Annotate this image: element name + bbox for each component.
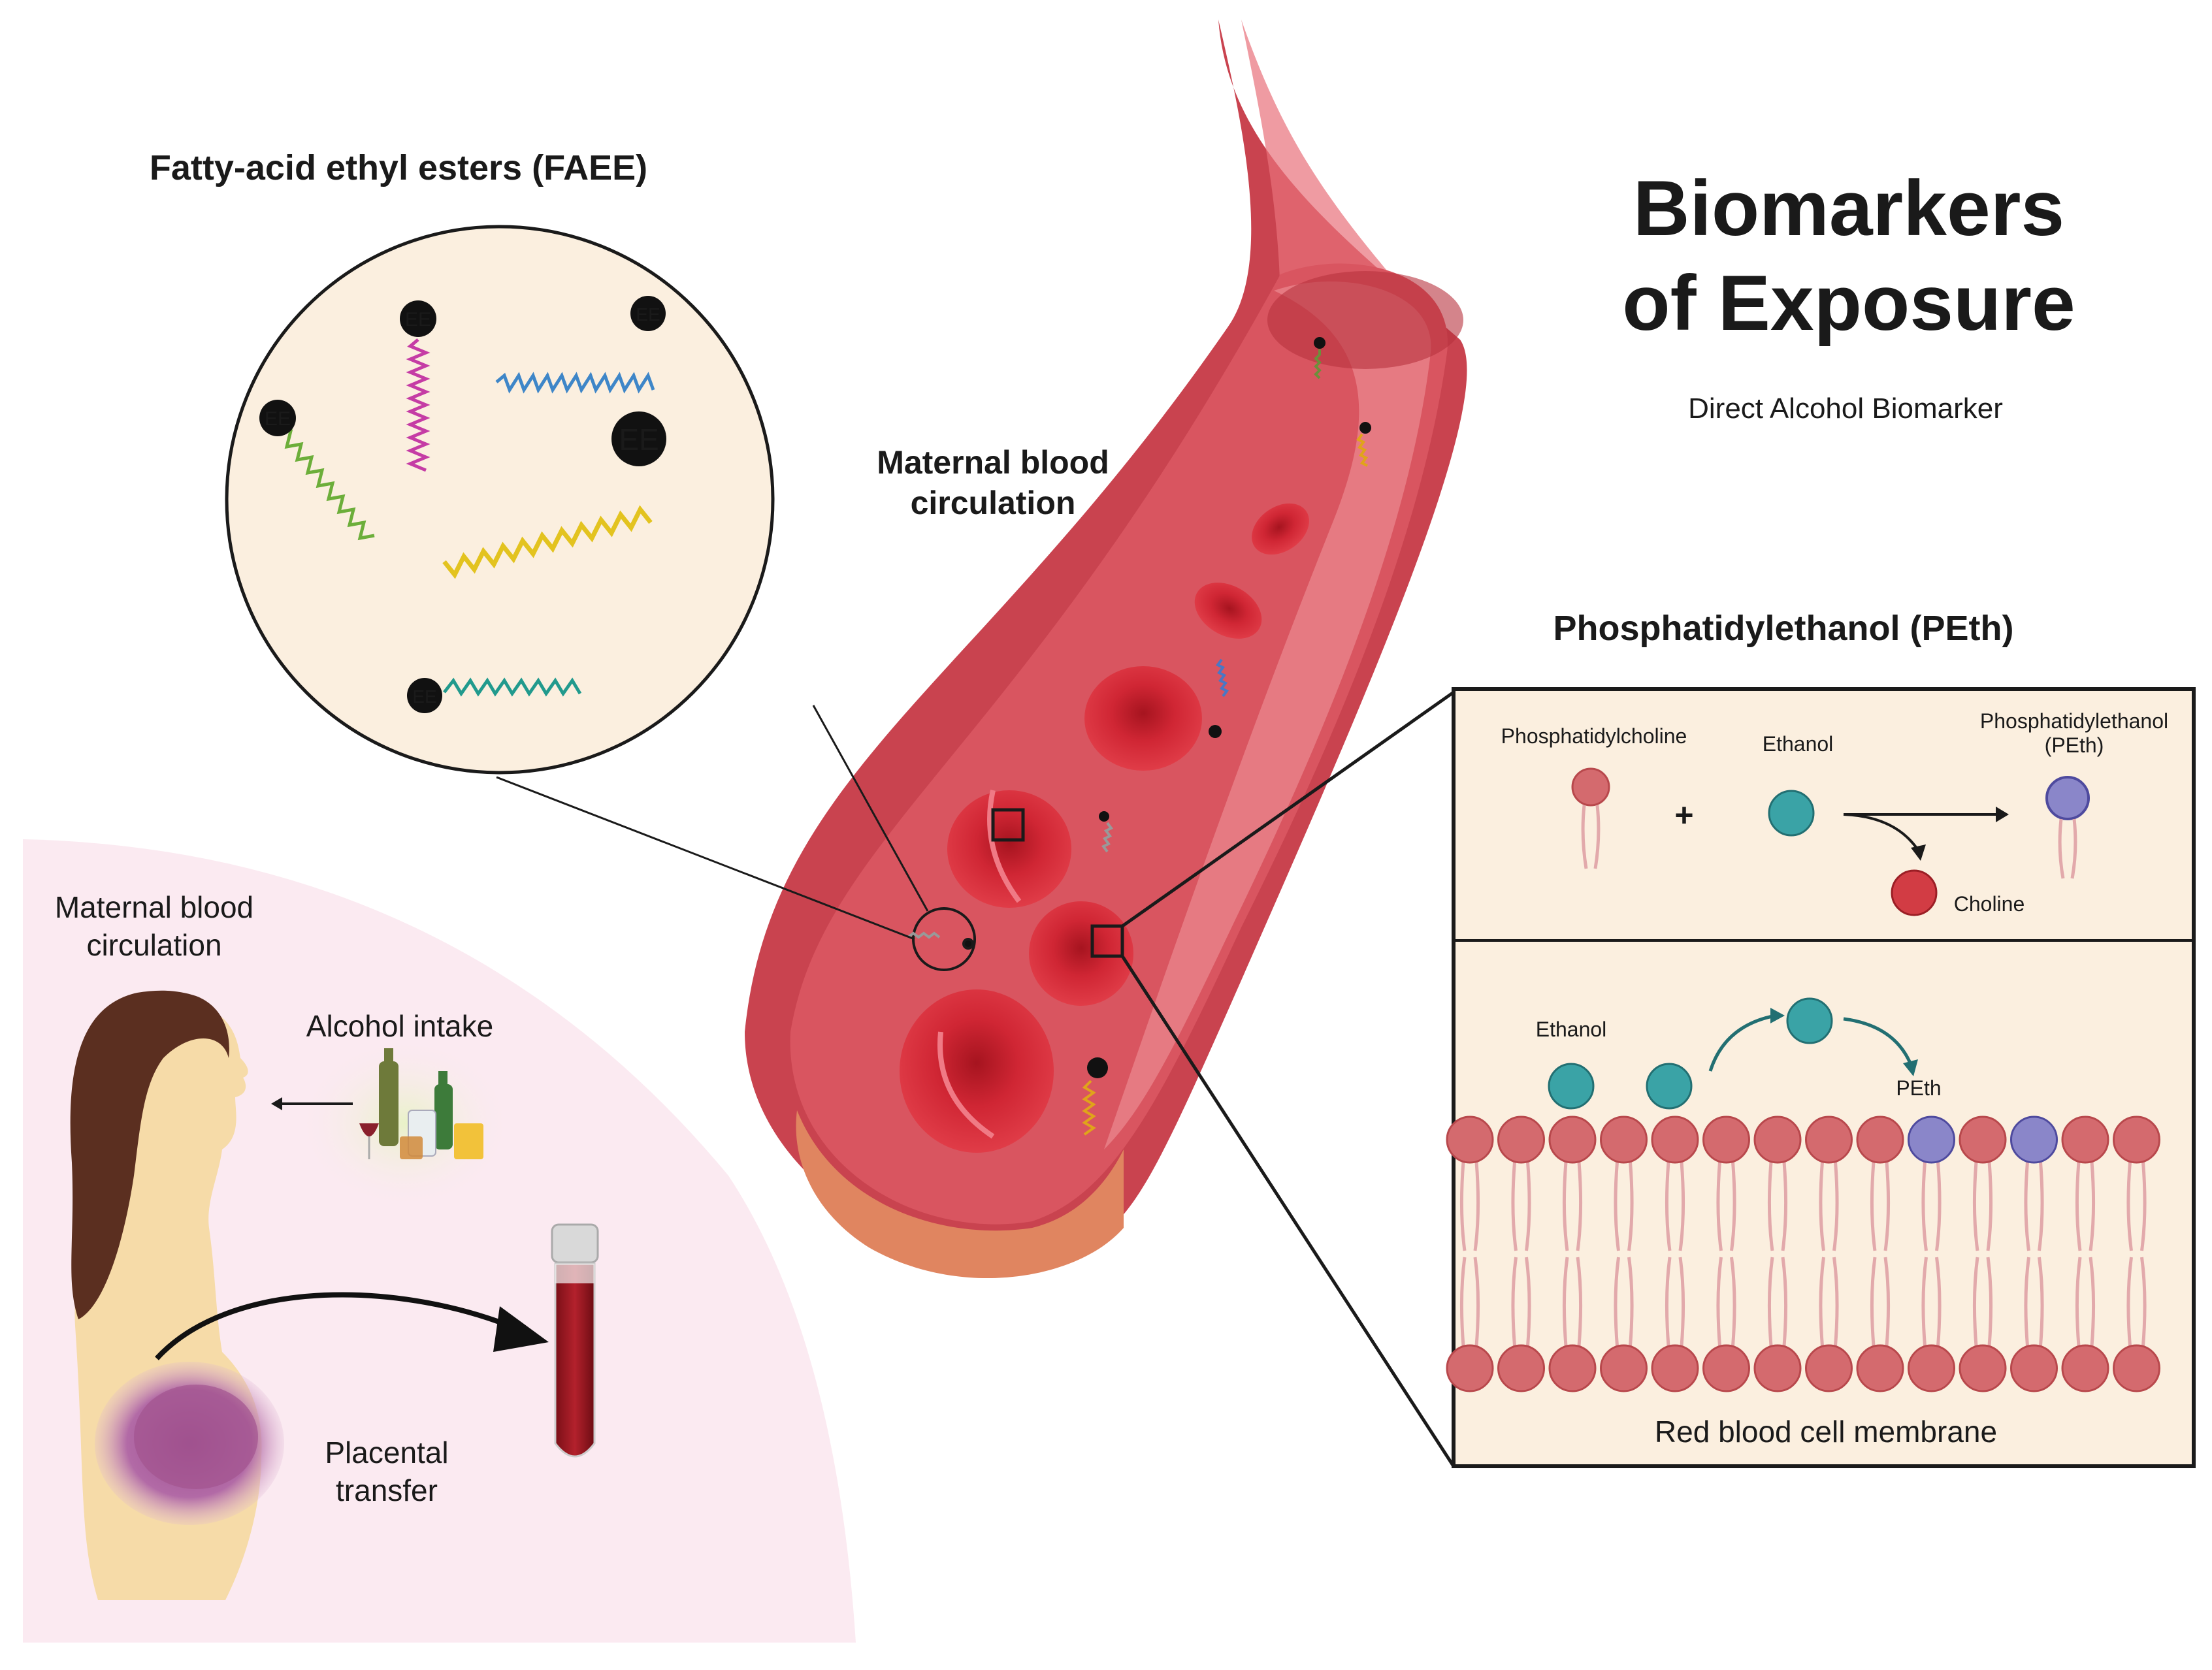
lipid-tail: [1459, 1161, 1480, 1251]
ester-label: EE: [412, 686, 436, 707]
lipid-head: [1497, 1344, 1545, 1392]
lipid-head: [1702, 1116, 1750, 1164]
lipid-tail: [2075, 1161, 2096, 1251]
lipid-head: [2061, 1344, 2109, 1392]
lipid-tail: [1921, 1257, 1942, 1347]
lipid-head: [1651, 1344, 1699, 1392]
lipid-tail: [1665, 1161, 1685, 1251]
membrane-caption: Red blood cell membrane: [1655, 1415, 1997, 1449]
zoom-connectors: [496, 690, 1456, 1468]
transfer-arrow: [155, 1292, 511, 1360]
lipid-head: [1753, 1344, 1802, 1392]
peth-head: [2010, 1116, 2058, 1164]
lipid-head: [1548, 1344, 1597, 1392]
blood-tube-icon: [551, 1223, 599, 1458]
ethanol-label-membrane: Ethanol: [1536, 1018, 1607, 1041]
lipid-tail: [1819, 1161, 1839, 1251]
maternal-circ-line1: Maternal blood: [55, 890, 253, 924]
ester-label: EE: [265, 408, 291, 430]
lipid-tail: [2075, 1257, 2096, 1347]
lipid-head: [1497, 1116, 1545, 1164]
lipid-head: [2061, 1116, 2109, 1164]
faee-circle: EE EE EE EE EE: [225, 225, 775, 775]
plus-sign: +: [1674, 797, 1693, 833]
lipid-tail: [1562, 1161, 1583, 1251]
lipid-head: [2113, 1344, 2160, 1392]
lipid-tail: [2024, 1161, 2044, 1251]
alcohol-drinks-icon: [307, 1045, 503, 1202]
lipid-tail: [1972, 1161, 1993, 1251]
lipid-tail: [1562, 1257, 1583, 1347]
faee-heading: Fatty-acid ethyl esters (FAEE): [150, 148, 647, 187]
vessel-label-line2: circulation: [911, 485, 1076, 521]
lipid-head: [1651, 1116, 1699, 1164]
lipid-head: [1959, 1116, 2007, 1164]
peth-reaction: Phosphatidylcholine + Ethanol Phosphatid…: [1501, 709, 2168, 916]
lipid-bilayer: [1446, 1116, 2160, 1392]
page-title-line1: Biomarkers: [1633, 165, 2064, 252]
peth-label-membrane: PEth: [1896, 1076, 1941, 1100]
lipid-head: [1805, 1344, 1853, 1392]
lipid-tail: [1819, 1257, 1839, 1347]
lipid-tail: [1870, 1257, 1891, 1347]
lipid-tail: [1716, 1161, 1736, 1251]
lipid-head: [1805, 1116, 1853, 1164]
ester-label: EE: [619, 423, 659, 457]
lipid-tail: [2126, 1257, 2147, 1347]
vessel-esters: [1082, 337, 1371, 1136]
lipid-head: [1446, 1116, 1494, 1164]
lipid-head: [2010, 1344, 2058, 1392]
ester-badges: EE EE EE EE EE: [259, 296, 666, 713]
lipid-head: [1548, 1116, 1597, 1164]
faee-molecules: [278, 338, 655, 697]
lipid-head: [1959, 1344, 2007, 1392]
peth-product-line1: Phosphatidylethanol: [1980, 709, 2168, 733]
lipid-tail: [1716, 1257, 1736, 1347]
blood-vessel: [745, 20, 1467, 1279]
lipid-tail: [2126, 1161, 2147, 1251]
vessel-label-line1: Maternal blood: [877, 444, 1109, 481]
lipid-head: [1600, 1344, 1648, 1392]
placental-transfer-line1: Placental: [325, 1436, 448, 1469]
ester-label: EE: [636, 304, 660, 325]
lipid-head: [1600, 1116, 1648, 1164]
alcohol-intake-label: Alcohol intake: [306, 1009, 493, 1043]
lipid-tail: [1767, 1161, 1788, 1251]
peth-head: [1908, 1116, 1955, 1164]
choline-label: Choline: [1954, 892, 2025, 916]
placental-transfer-line2: transfer: [336, 1473, 438, 1507]
peth-product-line2: (PEth): [2045, 733, 2104, 757]
lipid-tail: [1511, 1161, 1531, 1251]
lipid-head: [1856, 1344, 1904, 1392]
lipid-tail: [1511, 1257, 1531, 1347]
rbc-membrane: Ethanol PEth Red blood cell membrane: [1446, 997, 2160, 1449]
lipid-tail: [1972, 1257, 1993, 1347]
lipid-tail: [1614, 1257, 1634, 1347]
lipid-tail: [1665, 1257, 1685, 1347]
lipid-tail: [1459, 1257, 1480, 1347]
pregnant-woman: [70, 990, 284, 1600]
lipid-tail: [2024, 1257, 2044, 1347]
lipid-head: [1753, 1116, 1802, 1164]
ethanol-label-top: Ethanol: [1763, 732, 1834, 756]
peth-heading: Phosphatidylethanol (PEth): [1553, 609, 2013, 648]
lipid-tail: [1767, 1257, 1788, 1347]
lipid-head: [2113, 1116, 2160, 1164]
phosphatidylcholine-label: Phosphatidylcholine: [1501, 724, 1687, 748]
page-title-line2: of Exposure: [1622, 259, 2075, 347]
ester-label: EE: [405, 309, 431, 330]
lipid-head: [1446, 1344, 1494, 1392]
lipid-tail: [1921, 1161, 1942, 1251]
page-subtitle: Direct Alcohol Biomarker: [1688, 393, 2003, 425]
lipid-head: [1908, 1344, 1955, 1392]
lipid-tail: [1614, 1161, 1634, 1251]
lipid-head: [1702, 1344, 1750, 1392]
maternal-circ-line2: circulation: [86, 928, 221, 962]
lipid-head: [1856, 1116, 1904, 1164]
lipid-tail: [1870, 1161, 1891, 1251]
